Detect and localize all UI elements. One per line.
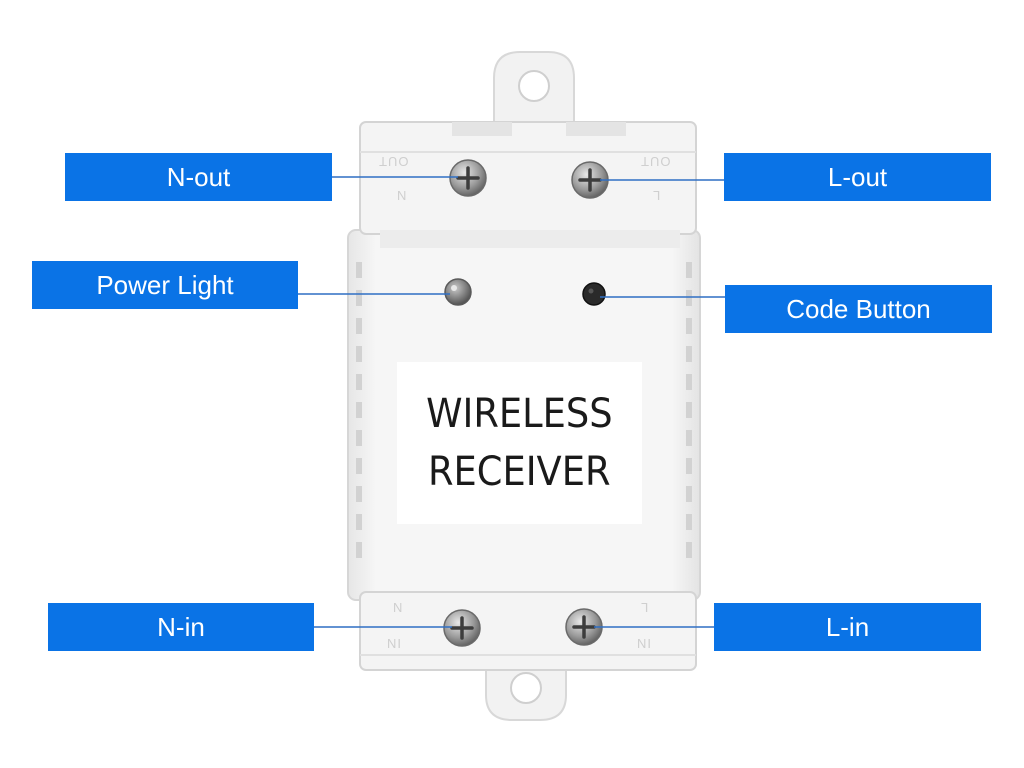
top-terminal-block	[359, 121, 697, 248]
terminal-mark-n-in-letter: N	[392, 600, 403, 615]
screw-icon	[443, 609, 481, 647]
screw-icon	[565, 608, 603, 646]
bottom-terminal-block	[359, 591, 697, 671]
callout-l-out: L-out	[724, 153, 991, 201]
device-label-line-2: RECEIVER	[428, 449, 611, 495]
top-mounting-tab	[493, 51, 575, 126]
callout-l-in: L-in	[714, 603, 981, 651]
bottom-mounting-tab	[485, 659, 567, 721]
screw-icon	[571, 161, 609, 199]
leader-lines	[298, 176, 725, 628]
device-label: WIRELESS RECEIVER	[397, 362, 642, 524]
push-button-icon[interactable]	[582, 282, 606, 306]
terminal-mark-l-in: IN	[636, 636, 651, 651]
terminal-mark-n-in: IN	[386, 636, 401, 651]
screw-icon	[449, 159, 487, 197]
callout-power-light: Power Light	[32, 261, 298, 309]
terminal-mark-l-out-letter: L	[652, 188, 661, 203]
led-icon	[444, 278, 472, 306]
terminal-mark-n-out-letter: N	[396, 188, 407, 203]
terminal-mark-l-in-letter: L	[640, 600, 649, 615]
callout-n-in: N-in	[48, 603, 314, 651]
left-vent-slots	[356, 262, 362, 558]
right-vent-slots	[686, 262, 692, 558]
terminal-mark-n-out: OUT	[378, 154, 409, 169]
callout-code-button: Code Button	[725, 285, 992, 333]
callout-n-out: N-out	[65, 153, 332, 201]
device-label-line-1: WIRELESS	[426, 391, 613, 437]
terminal-mark-l-out: OUT	[640, 154, 671, 169]
